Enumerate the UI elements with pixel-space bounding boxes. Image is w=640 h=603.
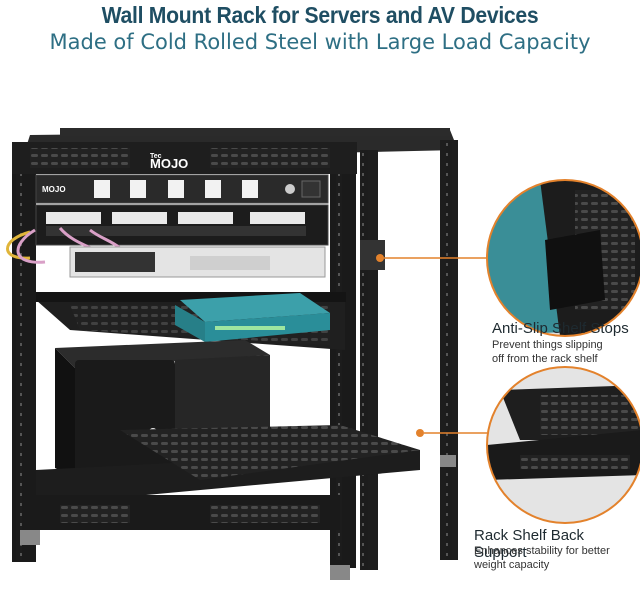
callout-zoom-back-support	[486, 366, 640, 524]
router-device	[175, 293, 330, 342]
power-strip: MOJO	[35, 174, 329, 204]
page-subtitle: Made of Cold Rolled Steel with Large Loa…	[49, 30, 591, 54]
callout-title-back-support: Rack Shelf Back Support	[474, 527, 585, 561]
callout-desc-back-support: Enhances stability for better weight cap…	[474, 545, 610, 571]
rack-feet	[20, 455, 456, 580]
patch-panel	[35, 204, 329, 246]
callout-connectors	[376, 254, 487, 437]
callout-desc-anti-slip: Prevent things slipping off from the rac…	[492, 339, 603, 365]
svg-text:Tec: Tec	[150, 153, 162, 160]
bottom-shelf	[30, 425, 420, 530]
svg-text:MOJO: MOJO	[42, 185, 66, 194]
callout-title-anti-slip: Anti-Slip Shelf Stops	[492, 320, 629, 337]
svg-text:MOJO: MOJO	[150, 156, 188, 171]
callout-zoom-shelf-stops	[486, 179, 640, 337]
network-switch	[69, 240, 385, 278]
brand-logo: Tec MOJO	[150, 153, 188, 171]
page-title: Wall Mount Rack for Servers and AV Devic…	[101, 2, 539, 28]
